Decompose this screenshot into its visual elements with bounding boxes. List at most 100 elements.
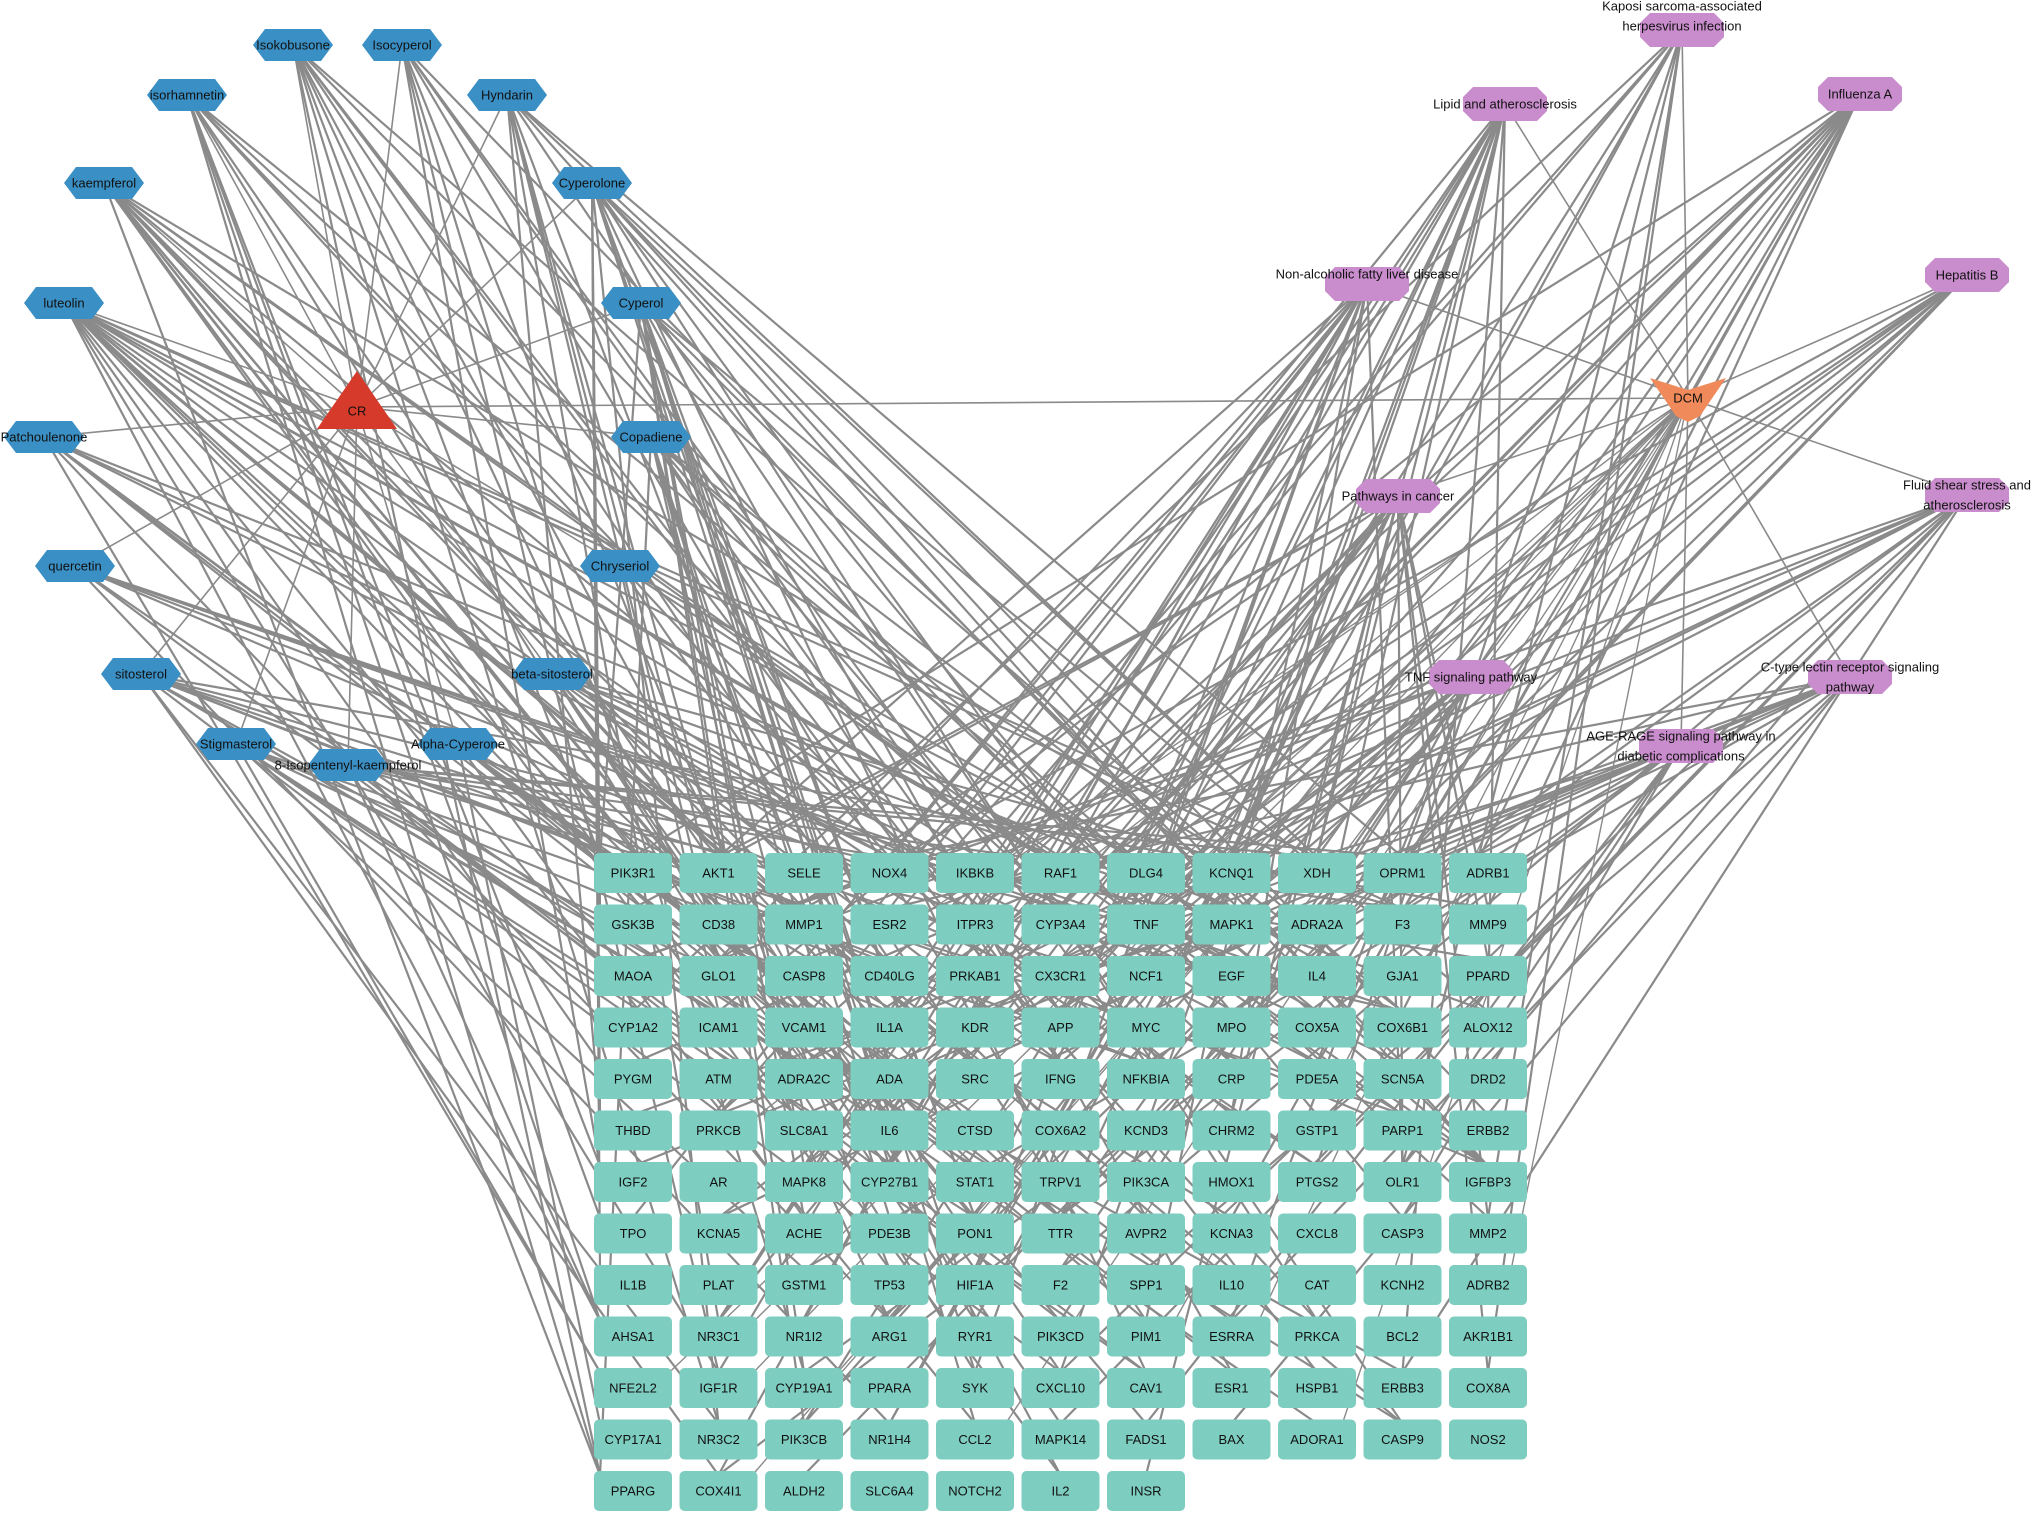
edge <box>74 406 358 567</box>
target-node <box>1278 1265 1356 1305</box>
target-label: AKR1B1 <box>1463 1329 1513 1344</box>
target-node <box>1278 1419 1356 1460</box>
target-node <box>1363 853 1442 893</box>
ingredient-label-sitosterol: sitosterol <box>115 667 167 682</box>
disease-label: DCM <box>1673 391 1703 406</box>
edge <box>1165 397 1689 874</box>
edge <box>632 29 1683 1013</box>
target-label: F3 <box>1395 917 1410 932</box>
target-node <box>1192 956 1271 996</box>
target-label: IGFBP3 <box>1465 1175 1511 1190</box>
target-label: GSK3B <box>611 917 654 932</box>
ingredient-label-hyndarin: Hyndarin <box>481 88 533 103</box>
target-node <box>1363 1007 1442 1048</box>
target-node <box>850 1059 929 1099</box>
target-label: GLO1 <box>701 969 736 984</box>
ingredient-label-chryseriol: Chryseriol <box>591 559 650 574</box>
ingredient-label-kaempferol: kaempferol <box>72 176 136 191</box>
ingredient-label-isorhamnetin: isorhamnetin <box>150 88 224 103</box>
target-label: STAT1 <box>956 1175 995 1190</box>
target-node <box>1363 1368 1442 1408</box>
target-label: RYR1 <box>958 1329 992 1344</box>
target-node <box>765 1368 843 1408</box>
target-node <box>1107 1007 1185 1048</box>
edge <box>803 274 1968 910</box>
target-label: CASP8 <box>783 969 826 984</box>
target-label: TP53 <box>874 1278 905 1293</box>
target-label: PARP1 <box>1382 1123 1424 1138</box>
target-label: ATM <box>705 1072 731 1087</box>
target-node <box>594 956 672 996</box>
target-label: PPARA <box>868 1381 911 1396</box>
target-node <box>936 904 1014 945</box>
target-label: SYK <box>962 1381 988 1396</box>
ingredient-node-cyperol <box>601 287 681 319</box>
edge <box>1401 103 1507 1373</box>
target-label: PRKAB1 <box>949 969 1000 984</box>
target-node <box>1021 1316 1100 1357</box>
target-label: F2 <box>1053 1278 1068 1293</box>
ingredient-label-quercetin: quercetin <box>48 559 101 574</box>
target-node <box>936 1007 1014 1048</box>
edge <box>43 436 890 858</box>
edge <box>973 283 1369 1270</box>
target-node <box>1449 1162 1527 1202</box>
target-label: MAPK1 <box>1209 917 1253 932</box>
target-label: SPP1 <box>1129 1278 1162 1293</box>
target-node <box>1278 1213 1356 1254</box>
target-node <box>1363 1265 1442 1305</box>
target-node <box>1449 1265 1527 1305</box>
target-node <box>1449 853 1527 893</box>
edge <box>347 763 1403 859</box>
target-node <box>1363 904 1442 945</box>
target-label: IL10 <box>1219 1278 1244 1293</box>
target-node <box>1192 1007 1271 1048</box>
target-label: PDE5A <box>1296 1072 1339 1087</box>
target-node <box>850 1316 929 1357</box>
ingredient-label-beta-sitosterol: beta-sitosterol <box>511 667 593 682</box>
target-node <box>594 1419 672 1460</box>
target-label: ADRA2A <box>1291 917 1343 932</box>
target-node <box>679 1419 758 1460</box>
target-node <box>1107 904 1185 945</box>
target-label: IL4 <box>1308 969 1326 984</box>
pathway-node-lipid <box>1463 87 1547 121</box>
edge <box>591 182 1489 1167</box>
edge <box>1507 397 1689 1286</box>
target-node <box>1449 904 1527 945</box>
target-node <box>765 904 843 945</box>
target-label: KCNQ1 <box>1209 866 1254 881</box>
target-node <box>936 1419 1014 1460</box>
target-label: ADRB1 <box>1466 866 1509 881</box>
target-node <box>1021 1471 1100 1511</box>
target-node <box>1278 956 1356 996</box>
disease-node-dcm <box>1650 378 1726 422</box>
edge <box>235 743 601 1373</box>
target-label: CASP3 <box>1381 1226 1424 1241</box>
target-node <box>1107 1316 1185 1357</box>
target-node <box>594 853 672 893</box>
target-label: IGF1R <box>699 1381 737 1396</box>
edge <box>1316 744 1682 859</box>
edge <box>63 302 601 1064</box>
target-label: KCND3 <box>1124 1123 1168 1138</box>
edge <box>1680 397 1689 747</box>
target-label: CYP3A4 <box>1036 917 1086 932</box>
target-node <box>765 1471 843 1511</box>
target-node <box>1278 1059 1356 1099</box>
target-node <box>936 1265 1014 1305</box>
target-label: IL1A <box>876 1020 903 1035</box>
target-label: VCAM1 <box>782 1020 827 1035</box>
target-label: CYP1A2 <box>608 1020 658 1035</box>
target-label: CAV1 <box>1130 1381 1163 1396</box>
edge <box>909 397 1689 926</box>
edge <box>551 673 1318 1064</box>
target-node <box>1192 1162 1271 1202</box>
ingredient-node-beta-sitosterol <box>512 658 592 690</box>
edge <box>888 495 1399 1167</box>
target-node <box>1278 1368 1356 1408</box>
target-node <box>1107 1265 1185 1305</box>
edge <box>292 44 1404 1013</box>
edge <box>140 406 358 675</box>
edge <box>103 182 891 1013</box>
